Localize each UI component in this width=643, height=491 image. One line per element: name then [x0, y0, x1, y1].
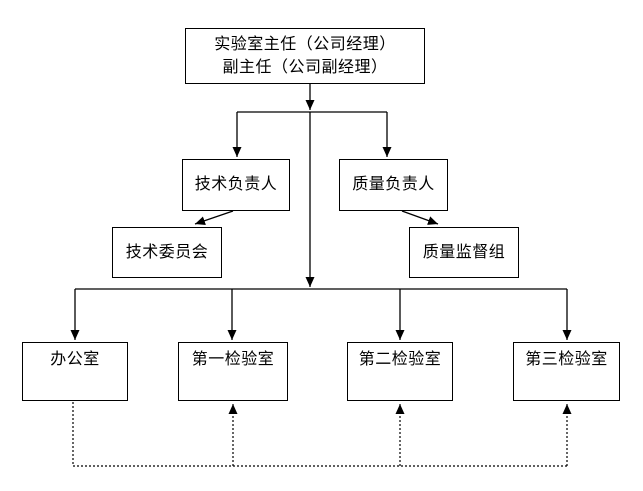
node-lab-1: 第一检验室	[178, 342, 288, 401]
edge-quality-lead-to-quality-supervision	[401, 210, 439, 225]
node-quality-lead-label: 质量负责人	[352, 176, 435, 193]
node-director-line2: 副主任（公司副经理）	[222, 59, 388, 76]
node-quality-supervision: 质量监督组	[409, 227, 519, 278]
node-quality-lead: 质量负责人	[339, 159, 448, 211]
node-lab-3-label: 第三检验室	[525, 351, 608, 368]
dotted-office-feedback-bar	[72, 402, 567, 467]
node-quality-supervision-label: 质量监督组	[422, 243, 506, 261]
node-technical-committee: 技术委员会	[112, 227, 222, 278]
node-lab-3: 第三检验室	[513, 342, 620, 401]
node-technical-committee-label: 技术委员会	[125, 243, 209, 261]
edge-technical-lead-to-technical-committee	[194, 210, 234, 226]
node-technical-lead-label: 技术负责人	[194, 176, 278, 193]
node-director: 实验室主任（公司经理） 副主任（公司副经理）	[185, 28, 425, 84]
node-director-line1: 实验室主任（公司经理）	[214, 36, 396, 53]
node-lab-2-label: 第二检验室	[358, 351, 442, 368]
node-lab-1-label: 第一检验室	[191, 351, 275, 368]
node-technical-lead: 技术负责人	[182, 159, 290, 211]
node-office: 办公室	[22, 342, 128, 401]
node-office-label: 办公室	[50, 351, 100, 368]
node-lab-2: 第二检验室	[347, 342, 453, 401]
